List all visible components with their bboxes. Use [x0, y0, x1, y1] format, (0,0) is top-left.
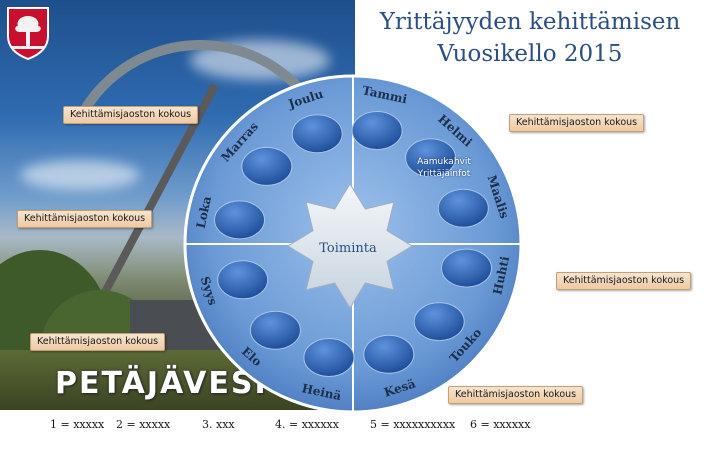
- month-bubble: [351, 111, 403, 150]
- month-bubble: [405, 138, 457, 178]
- month-bubble: [291, 114, 343, 154]
- page-title: Yrittäjyyden kehittämisen Vuosikello 201…: [360, 6, 700, 70]
- meeting-callout-6: Kehittämisjaoston kokous: [448, 386, 584, 404]
- month-bubble: [303, 338, 355, 377]
- center-star: [287, 183, 413, 309]
- legend-item: 2 = xxxxx: [116, 418, 171, 431]
- coat-of-arms-icon: [7, 7, 49, 60]
- month-bubble: [441, 248, 492, 288]
- month-bubble: [217, 260, 269, 300]
- legend-item: 5 = xxxxxxxxxx: [370, 418, 456, 431]
- meeting-callout-3: Kehittämisjaoston kokous: [17, 210, 153, 228]
- event-note: Aamukahvit Yrittäjäinfot: [404, 156, 484, 180]
- meeting-callout-5: Kehittämisjaoston kokous: [30, 333, 166, 351]
- month-bubble: [437, 188, 489, 228]
- month-bubble: [363, 334, 415, 374]
- month-label: Loka: [194, 195, 215, 230]
- title-line-2: Vuosikello 2015: [437, 41, 623, 67]
- note-line-1: Aamukahvit: [417, 157, 471, 167]
- meeting-callout-1: Kehittämisjaoston kokous: [63, 106, 199, 124]
- month-bubble: [214, 200, 265, 240]
- month-bubble: [241, 146, 293, 186]
- meeting-callout-2: Kehittämisjaoston kokous: [509, 114, 645, 132]
- meeting-callout-4: Kehittämisjaoston kokous: [556, 272, 692, 290]
- month-bubble: [413, 302, 465, 342]
- note-line-2: Yrittäjäinfot: [417, 169, 471, 179]
- legend-item: 4. = xxxxxx: [275, 418, 339, 431]
- legend-item: 3. xxx: [202, 418, 235, 431]
- legend-item: 6 = xxxxxx: [470, 418, 531, 431]
- center-label: Toiminta: [319, 241, 377, 256]
- legend-item: 1 = xxxxx: [50, 418, 105, 431]
- month-bubble: [249, 310, 301, 350]
- title-line-1: Yrittäjyyden kehittämisen: [379, 9, 681, 35]
- cloud: [20, 160, 140, 190]
- cloud: [190, 40, 330, 80]
- town-name: PETÄJÄVESI: [55, 366, 268, 401]
